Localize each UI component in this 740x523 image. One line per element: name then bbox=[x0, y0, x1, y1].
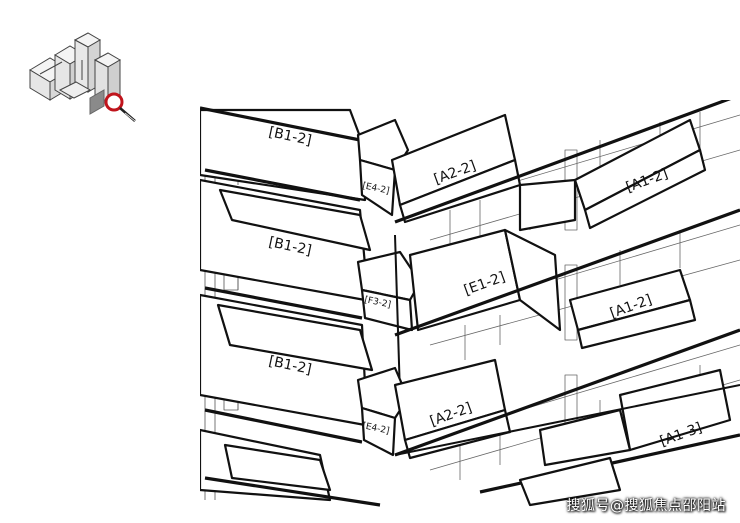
building-key-plan-icon bbox=[29, 32, 121, 115]
magnifier-icon bbox=[104, 92, 136, 122]
watermark: 搜狐号@搜狐焦点邵阳站 bbox=[566, 498, 726, 514]
